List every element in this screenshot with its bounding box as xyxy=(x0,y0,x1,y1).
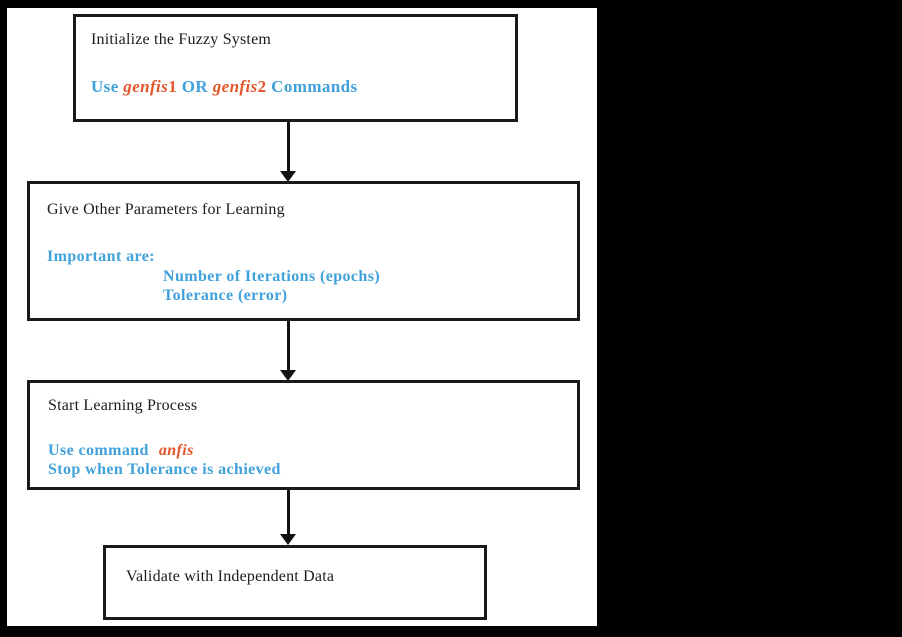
note-commands-text: Commands xyxy=(266,77,358,96)
arrow-shaft xyxy=(286,321,290,373)
box-initialize-title: Initialize the Fuzzy System xyxy=(91,31,272,48)
flow-box-parameters: Give Other Parameters for Learning Impor… xyxy=(27,181,580,321)
anfis-keyword: anfis xyxy=(158,442,194,459)
use-command-line: Use command anfis xyxy=(48,441,281,460)
genfis1-number: 1 xyxy=(168,77,178,96)
arrow-head xyxy=(280,534,296,545)
box-parameters-important-label: Important are: xyxy=(47,248,155,265)
parameter-item-tolerance: Tolerance (error) xyxy=(163,287,288,304)
box-parameters-title: Give Other Parameters for Learning xyxy=(47,201,285,218)
stop-condition-line: Stop when Tolerance is achieved xyxy=(48,461,281,478)
box-validate-title: Validate with Independent Data xyxy=(126,568,335,585)
parameter-item-epochs: Number of Iterations (epochs) xyxy=(163,268,381,285)
flow-box-learning: Start Learning Process Use command anfis … xyxy=(27,380,580,490)
flow-box-initialize: Initialize the Fuzzy System Use genfis1 … xyxy=(73,14,518,122)
flowchart-panel: Initialize the Fuzzy System Use genfis1 … xyxy=(7,8,597,626)
down-arrow-icon xyxy=(280,122,296,182)
use-command-label: Use command xyxy=(48,442,149,459)
genfis1-keyword: genfis xyxy=(123,77,169,96)
down-arrow-icon xyxy=(280,490,296,545)
arrow-shaft xyxy=(286,490,290,537)
down-arrow-icon xyxy=(280,321,296,381)
note-or-text: OR xyxy=(177,77,213,96)
arrow-head xyxy=(280,171,296,182)
genfis2-number: 2 xyxy=(257,77,267,96)
box-initialize-note: Use genfis1 OR genfis2 Commands xyxy=(91,77,358,97)
genfis2-keyword: genfis xyxy=(212,77,258,96)
arrow-shaft xyxy=(286,122,290,174)
arrow-head xyxy=(280,370,296,381)
note-use-text: Use xyxy=(91,77,124,96)
box-parameters-items: Number of Iterations (epochs) Tolerance … xyxy=(163,267,380,305)
box-learning-notes: Use command anfis Stop when Tolerance is … xyxy=(48,441,281,479)
box-learning-title: Start Learning Process xyxy=(48,397,198,414)
flow-box-validate: Validate with Independent Data xyxy=(103,545,487,620)
